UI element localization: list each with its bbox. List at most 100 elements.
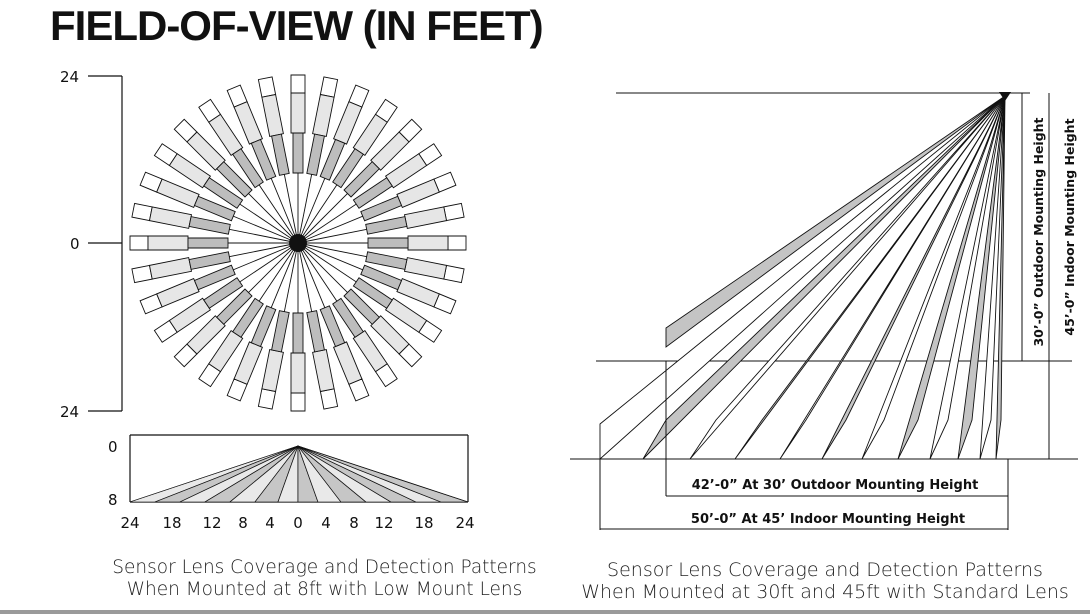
side-view-tick-8: 8 bbox=[108, 491, 118, 509]
page-title: FIELD-OF-VIEW (IN FEET) bbox=[50, 2, 544, 49]
detection-zone bbox=[403, 206, 448, 229]
detection-zone bbox=[233, 101, 263, 145]
top-view-tick-bottom: 24 bbox=[60, 403, 79, 421]
detection-wedge bbox=[689, 95, 1006, 460]
x-tick-label: 24 bbox=[120, 514, 139, 532]
detection-wedge bbox=[821, 95, 1006, 460]
top-view-tick-mid: 0 bbox=[70, 235, 80, 253]
detection-zone bbox=[156, 178, 200, 208]
detection-zone bbox=[319, 388, 339, 410]
detection-zone bbox=[332, 148, 364, 189]
detection-wedge bbox=[979, 95, 1006, 460]
detection-zone bbox=[193, 264, 236, 291]
right-caption-line1: Sensor Lens Coverage and Detection Patte… bbox=[607, 559, 1043, 581]
x-tick-label: 12 bbox=[374, 514, 393, 532]
top-view-axis bbox=[88, 75, 123, 412]
detection-zone bbox=[147, 235, 189, 251]
right-reference-lines bbox=[570, 92, 1078, 460]
detection-zone bbox=[148, 206, 193, 229]
detection-zone bbox=[352, 177, 393, 209]
detection-zone bbox=[365, 251, 408, 270]
bottom-rule bbox=[0, 610, 1090, 614]
detection-zone bbox=[188, 216, 231, 235]
detection-zone bbox=[319, 138, 346, 181]
detection-zone bbox=[343, 288, 380, 325]
fan-ray bbox=[297, 445, 469, 503]
detection-zone bbox=[257, 388, 277, 410]
detection-zone bbox=[188, 251, 231, 270]
x-tick-label: 4 bbox=[265, 514, 275, 532]
detection-zone bbox=[319, 305, 346, 348]
detection-zone bbox=[365, 216, 408, 235]
right-caption: Sensor Lens Coverage and Detection Patte… bbox=[570, 559, 1080, 603]
detection-zone bbox=[407, 235, 449, 251]
detection-zone bbox=[290, 74, 306, 94]
x-tick-label: 8 bbox=[349, 514, 359, 532]
detection-zone bbox=[261, 93, 284, 138]
detection-wedge bbox=[957, 95, 1006, 460]
top-view-tick-top: 24 bbox=[60, 68, 79, 86]
right-caption-line2: When Mounted at 30ft and 45ft with Stand… bbox=[581, 581, 1069, 603]
detection-wedge bbox=[861, 95, 1006, 460]
radial-detection-zones bbox=[129, 74, 467, 412]
x-tick-label: 24 bbox=[455, 514, 474, 532]
detection-zone bbox=[443, 202, 465, 222]
indoor-mounting-height-label: 45’-0” Indoor Mounting Height bbox=[1062, 118, 1077, 335]
x-tick-label: 0 bbox=[293, 514, 303, 532]
outdoor-mounting-height-label: 30’-0” Outdoor Mounting Height bbox=[1031, 117, 1046, 346]
detection-zone bbox=[396, 178, 440, 208]
detection-zone bbox=[367, 237, 409, 249]
detection-zone bbox=[216, 161, 253, 198]
detection-zone bbox=[443, 264, 465, 284]
detection-zone bbox=[257, 76, 277, 98]
detection-zone bbox=[333, 341, 363, 385]
detection-wedge bbox=[779, 95, 1006, 460]
detection-zone bbox=[306, 133, 325, 176]
sensor-mount-icon bbox=[999, 92, 1011, 101]
detection-zone bbox=[271, 133, 290, 176]
detection-zone bbox=[156, 278, 200, 308]
left-caption-line1: Sensor Lens Coverage and Detection Patte… bbox=[112, 557, 537, 578]
detection-zone bbox=[292, 312, 304, 354]
x-tick-label: 8 bbox=[238, 514, 248, 532]
detection-zone bbox=[312, 348, 335, 393]
detection-zone bbox=[396, 278, 440, 308]
detection-zone bbox=[233, 341, 263, 385]
detection-zone bbox=[232, 148, 264, 189]
detection-zone bbox=[306, 310, 325, 353]
detection-zone bbox=[148, 257, 193, 280]
detection-zone bbox=[290, 392, 306, 412]
detection-zone bbox=[261, 348, 284, 393]
standard-lens-detection-zones bbox=[599, 95, 1006, 461]
detection-zone bbox=[131, 202, 153, 222]
detection-wedge bbox=[599, 95, 1006, 461]
x-tick-label: 12 bbox=[202, 514, 221, 532]
detection-zone bbox=[403, 257, 448, 280]
detection-zone bbox=[332, 297, 364, 338]
detection-zone bbox=[232, 297, 264, 338]
detection-zone bbox=[131, 264, 153, 284]
sensor-center bbox=[289, 234, 307, 252]
detection-zone bbox=[352, 277, 393, 309]
detection-wedge bbox=[734, 95, 1006, 460]
detection-zone bbox=[292, 132, 304, 174]
side-view-detection-fan bbox=[129, 445, 469, 503]
detection-zone bbox=[129, 235, 149, 251]
detection-zone bbox=[203, 277, 244, 309]
detection-zone bbox=[343, 161, 380, 198]
left-caption: Sensor Lens Coverage and Detection Patte… bbox=[92, 557, 557, 601]
detection-zone bbox=[319, 76, 339, 98]
detection-zone bbox=[290, 352, 306, 394]
detection-zone bbox=[250, 305, 277, 348]
detection-zone bbox=[360, 195, 403, 222]
detection-zone bbox=[187, 237, 229, 249]
detection-zone bbox=[312, 93, 335, 138]
detection-wedge bbox=[929, 95, 1006, 460]
dimension-lines bbox=[599, 361, 1009, 530]
side-view-tick-0: 0 bbox=[108, 438, 118, 456]
detection-wedge bbox=[642, 95, 1006, 460]
detection-zone bbox=[360, 264, 403, 291]
detection-wedge bbox=[995, 95, 1006, 460]
